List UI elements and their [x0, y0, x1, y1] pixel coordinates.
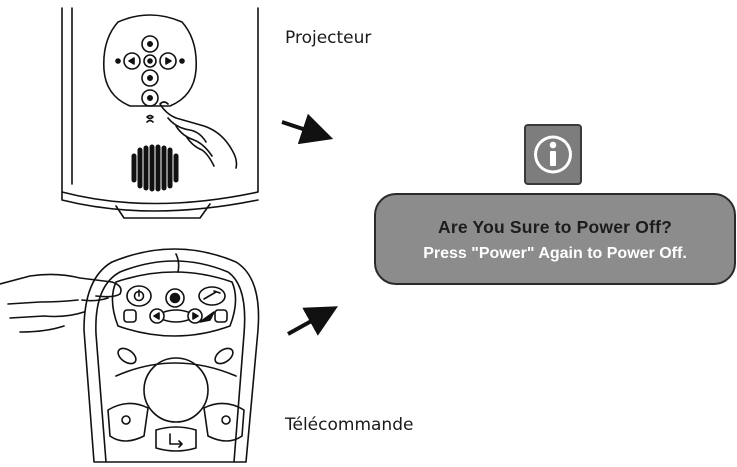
- power-off-message-box: Are You Sure to Power Off? Press "Power"…: [374, 193, 736, 285]
- message-line-2: Press "Power" Again to Power Off.: [423, 245, 687, 262]
- label-projector: Projecteur: [285, 28, 372, 48]
- message-line-1: Are You Sure to Power Off?: [437, 217, 673, 237]
- label-remote: Télécommande: [285, 415, 414, 435]
- info-icon: [524, 124, 582, 185]
- arrow-projector-to-message: [281, 113, 334, 145]
- projector-illustration: [61, 7, 259, 219]
- speaker-grille: [131, 144, 179, 192]
- remote-illustration: [0, 248, 260, 463]
- arrow-remote-to-message: [287, 306, 338, 336]
